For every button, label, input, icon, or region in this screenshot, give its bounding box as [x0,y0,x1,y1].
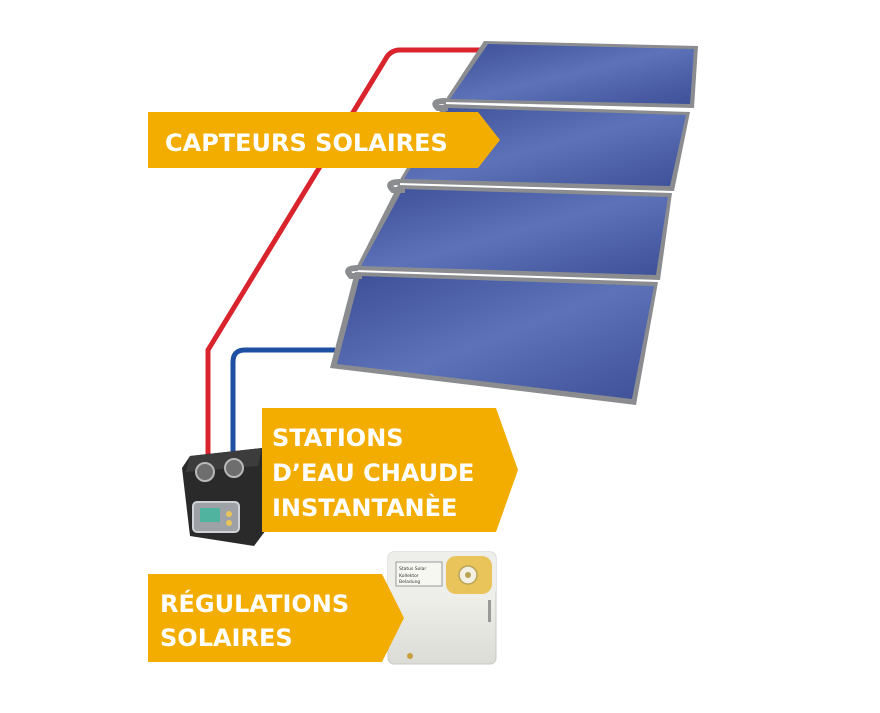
hot-water-station-icon [182,448,266,546]
label-regulations-solaires: RÉGULATIONS SOLAIRES [148,574,404,662]
solar-collector-panels-icon [330,41,698,405]
svg-text:Kollektor: Kollektor [399,573,419,579]
controller-screen [395,561,443,587]
label-stations-line3: INSTANTANÈE [272,493,457,522]
hot-pipe [205,47,480,455]
label-regulations-line2: SOLAIRES [160,624,293,652]
solar-controller-icon: Status Solar Kollektor Beladung [387,551,497,665]
gauge-right [224,458,244,478]
label-capteurs-text: CAPTEURS SOLAIRES [165,129,448,157]
label-stations-line1: STATIONS [272,424,404,452]
label-regulations-line1: RÉGULATIONS [160,589,349,618]
gauge-left [195,462,215,482]
label-stations-line2: D’EAU CHAUDE [272,459,474,487]
label-capteurs-solaires: CAPTEURS SOLAIRES [148,112,500,168]
svg-text:Beladung: Beladung [399,579,420,585]
cold-pipe [230,347,335,455]
label-stations-eau-chaude: STATIONS D’EAU CHAUDE INSTANTANÈE [262,408,518,532]
pipes [205,47,480,455]
svg-text:Status Solar: Status Solar [399,566,426,572]
